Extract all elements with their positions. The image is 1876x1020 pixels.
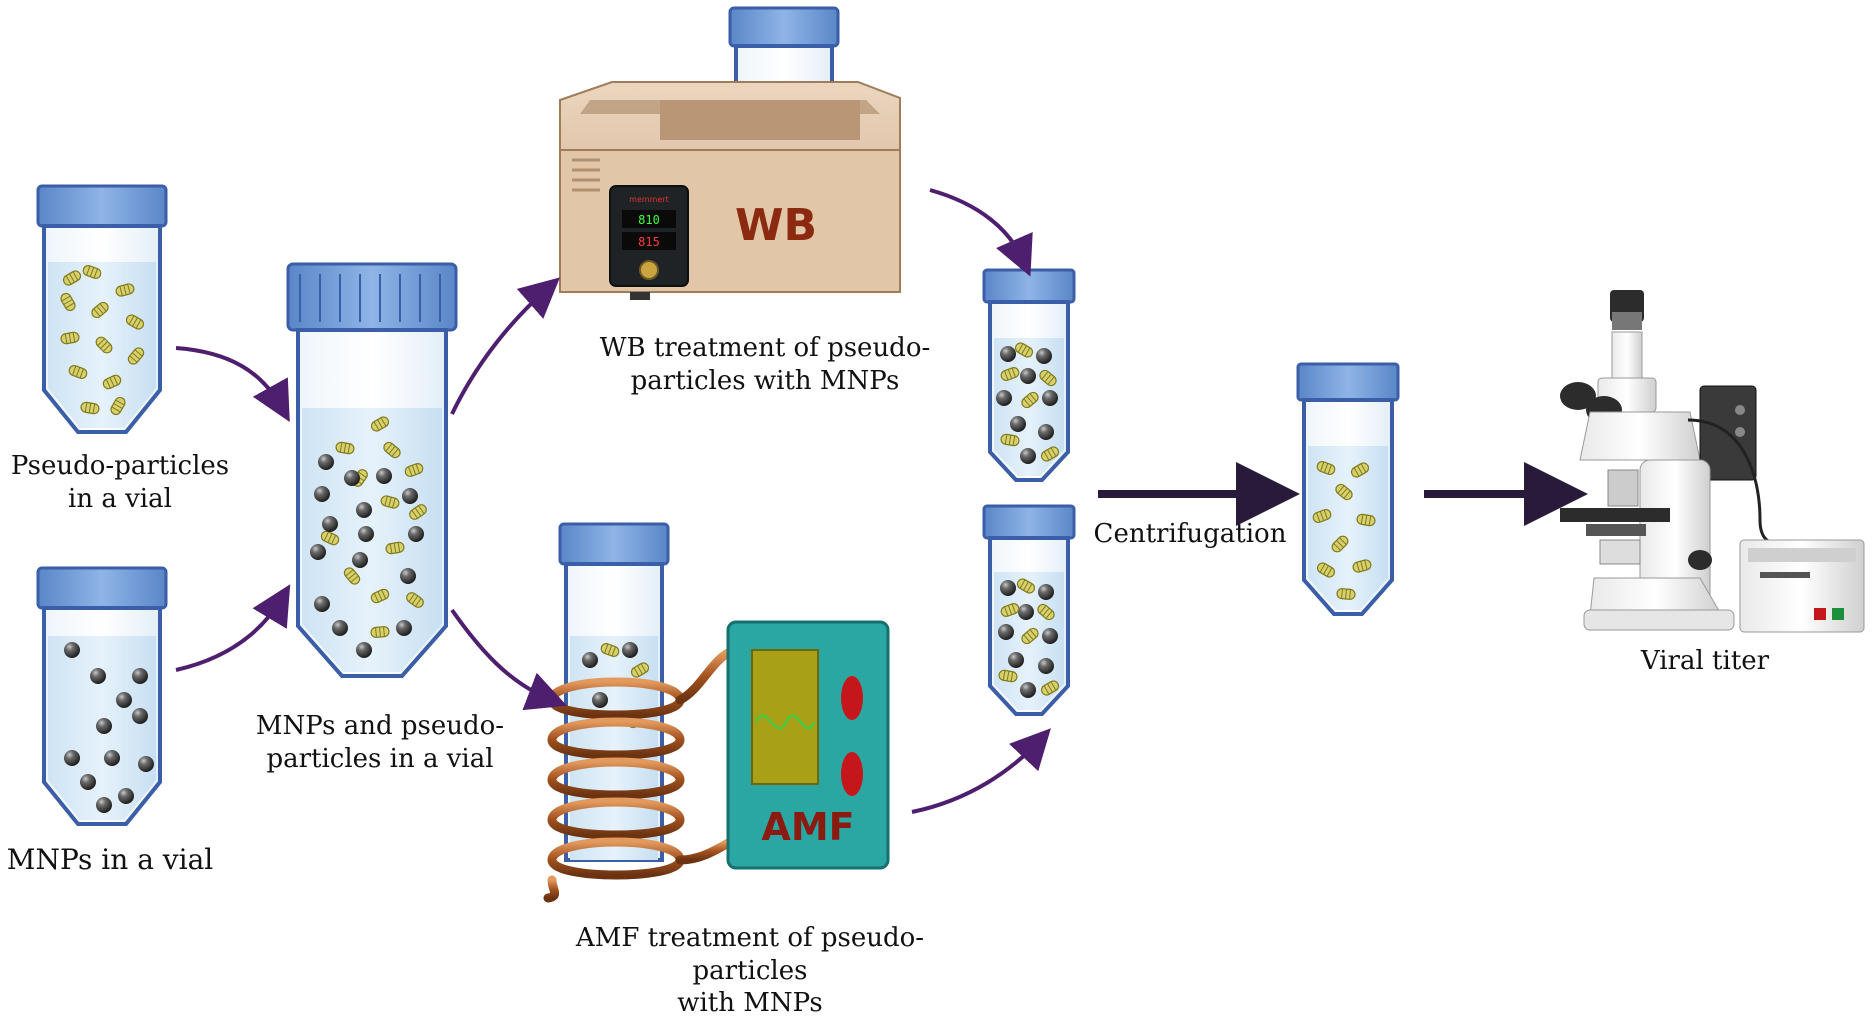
amf-treatment-label: AMF treatment of pseudo-particles with M… (575, 923, 925, 1018)
mixed-vial (286, 262, 458, 678)
wb-treatment-label: WB treatment of pseudo- particles with M… (599, 333, 931, 396)
amf-generator: AMF (726, 620, 890, 870)
arrow-wb-to-vial (929, 188, 1033, 277)
arrow-mix-to-amf (450, 608, 567, 711)
centrifugation-label: Centrifugation (1093, 519, 1287, 549)
pseudo-particle-vial (36, 184, 168, 434)
wb-result-vial (982, 268, 1076, 482)
water-bath: memmert 810 815 WB (559, 6, 901, 300)
microscope (1560, 290, 1865, 633)
mixed-vial-label: MNPs and pseudo- particles in a vial (255, 711, 505, 774)
water-bath-display-top: 810 (638, 213, 660, 227)
water-bath-brand: memmert (629, 195, 669, 204)
arrow-mix-to-wb (450, 277, 560, 415)
knob-icon (639, 260, 659, 280)
arrow-amf-to-vial (911, 728, 1051, 814)
amf-result-vial (982, 504, 1076, 716)
induction-coil (543, 647, 735, 903)
supernatant-vial (1296, 362, 1400, 616)
arrow-mnp-to-mix (175, 584, 291, 672)
viral-titer-label: Viral titer (1640, 646, 1770, 676)
arrow-pseudo-to-mix (175, 346, 290, 422)
amf-label: AMF (761, 805, 854, 849)
mnp-vial-label: MNPs in a vial (6, 843, 214, 876)
flow-arrows (175, 188, 1588, 814)
pseudo-particle-vial-label: Pseudo-particles in a vial (10, 451, 230, 514)
water-bath-label: WB (735, 200, 817, 251)
mnp-vial (36, 566, 168, 826)
water-bath-display-bottom: 815 (638, 235, 660, 249)
workflow-diagram: memmert 810 815 WB AMF (36, 6, 1865, 903)
